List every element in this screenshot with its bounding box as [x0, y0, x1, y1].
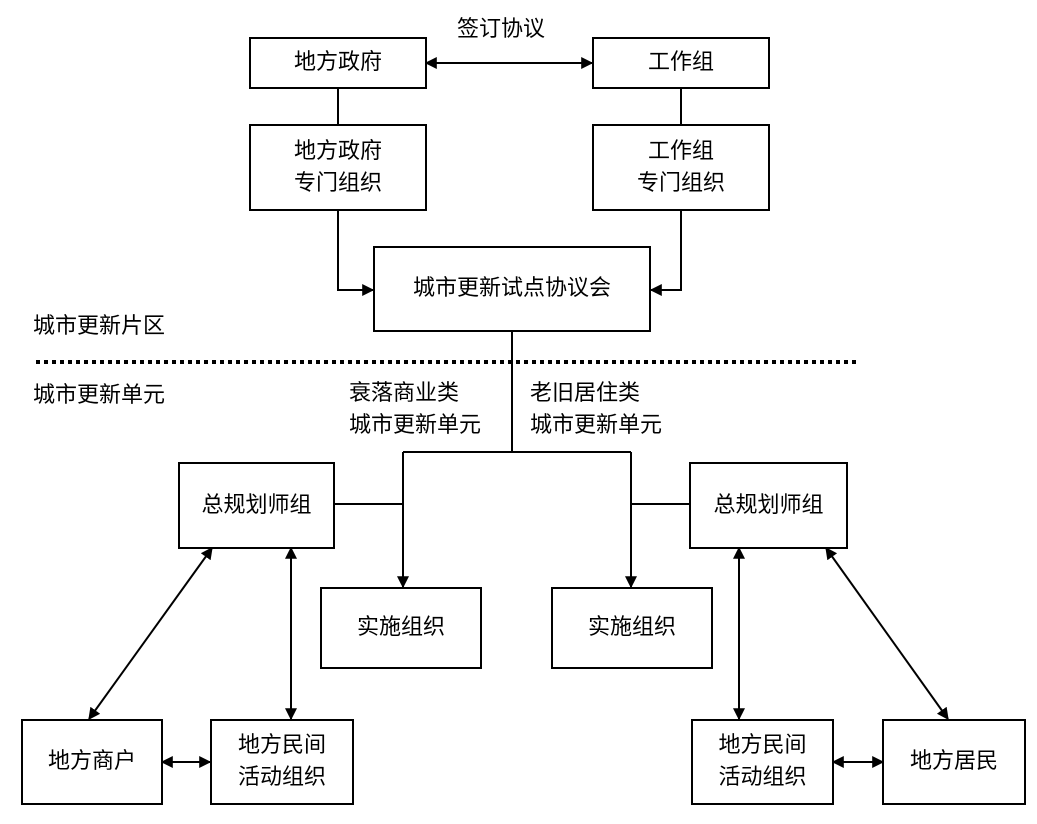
node-local-government-special-org: 地方政府 专门组织 [249, 124, 427, 211]
node-planner-group-right-text: 总规划师组 [713, 492, 824, 518]
node-local-residents: 地方居民 [882, 719, 1026, 805]
node-civic-org-left-line1: 地方民间 [237, 733, 326, 758]
node-pilot-council: 城市更新试点协议会 [373, 246, 651, 332]
node-local-government-text: 地方政府 [293, 50, 382, 75]
arrow-planner-left-merchants [88, 547, 213, 720]
node-civic-org-right-line2: 活动组织 [718, 765, 807, 790]
node-civic-org-right: 地方民间 活动组织 [691, 719, 834, 805]
node-planner-group-left-text: 总规划师组 [201, 492, 312, 518]
node-planner-group-right: 总规划师组 [689, 462, 848, 549]
label-commercial-unit: 衰落商业类 城市更新单元 [349, 378, 481, 442]
label-residential-unit-line2: 城市更新单元 [530, 413, 663, 438]
arrow-wg-special-to-council [649, 210, 682, 296]
node-working-group-text: 工作组 [647, 50, 714, 75]
node-local-merchants: 地方商户 [21, 719, 163, 805]
node-working-group-special-org: 工作组 专门组织 [592, 124, 770, 211]
node-local-government-special-org-line1: 地方政府 [293, 138, 382, 164]
label-update-unit: 城市更新单元 [33, 383, 166, 408]
node-working-group-special-org-line2: 专门组织 [636, 170, 725, 196]
label-commercial-unit-line1: 衰落商业类 [349, 381, 460, 406]
label-commercial-unit-line2: 城市更新单元 [349, 413, 482, 438]
label-agreement: 签订协议 [457, 17, 546, 42]
node-local-merchants-text: 地方商户 [47, 749, 136, 774]
label-update-zone: 城市更新片区 [33, 314, 166, 339]
node-implementation-org-left-text: 实施组织 [356, 615, 445, 640]
arrow-gov-special-to-council [337, 210, 375, 296]
label-residential-unit-line1: 老旧居住类 [530, 381, 641, 406]
label-residential-unit: 老旧居住类 城市更新单元 [530, 378, 662, 442]
arrow-planner-right-residents [825, 547, 949, 720]
node-local-residents-text: 地方居民 [909, 749, 998, 774]
node-civic-org-right-line1: 地方民间 [718, 733, 807, 758]
node-local-government-special-org-line2: 专门组织 [293, 170, 382, 196]
node-planner-group-left: 总规划师组 [178, 462, 335, 549]
node-implementation-org-right: 实施组织 [551, 587, 713, 669]
node-pilot-council-text: 城市更新试点协议会 [412, 276, 611, 301]
node-implementation-org-right-text: 实施组织 [587, 615, 676, 640]
node-working-group: 工作组 [592, 37, 770, 89]
node-implementation-org-left: 实施组织 [320, 587, 482, 669]
node-civic-org-left-line2: 活动组织 [237, 765, 326, 790]
node-local-government: 地方政府 [249, 37, 427, 89]
node-working-group-special-org-line1: 工作组 [647, 138, 714, 164]
node-civic-org-left: 地方民间 活动组织 [210, 719, 354, 805]
